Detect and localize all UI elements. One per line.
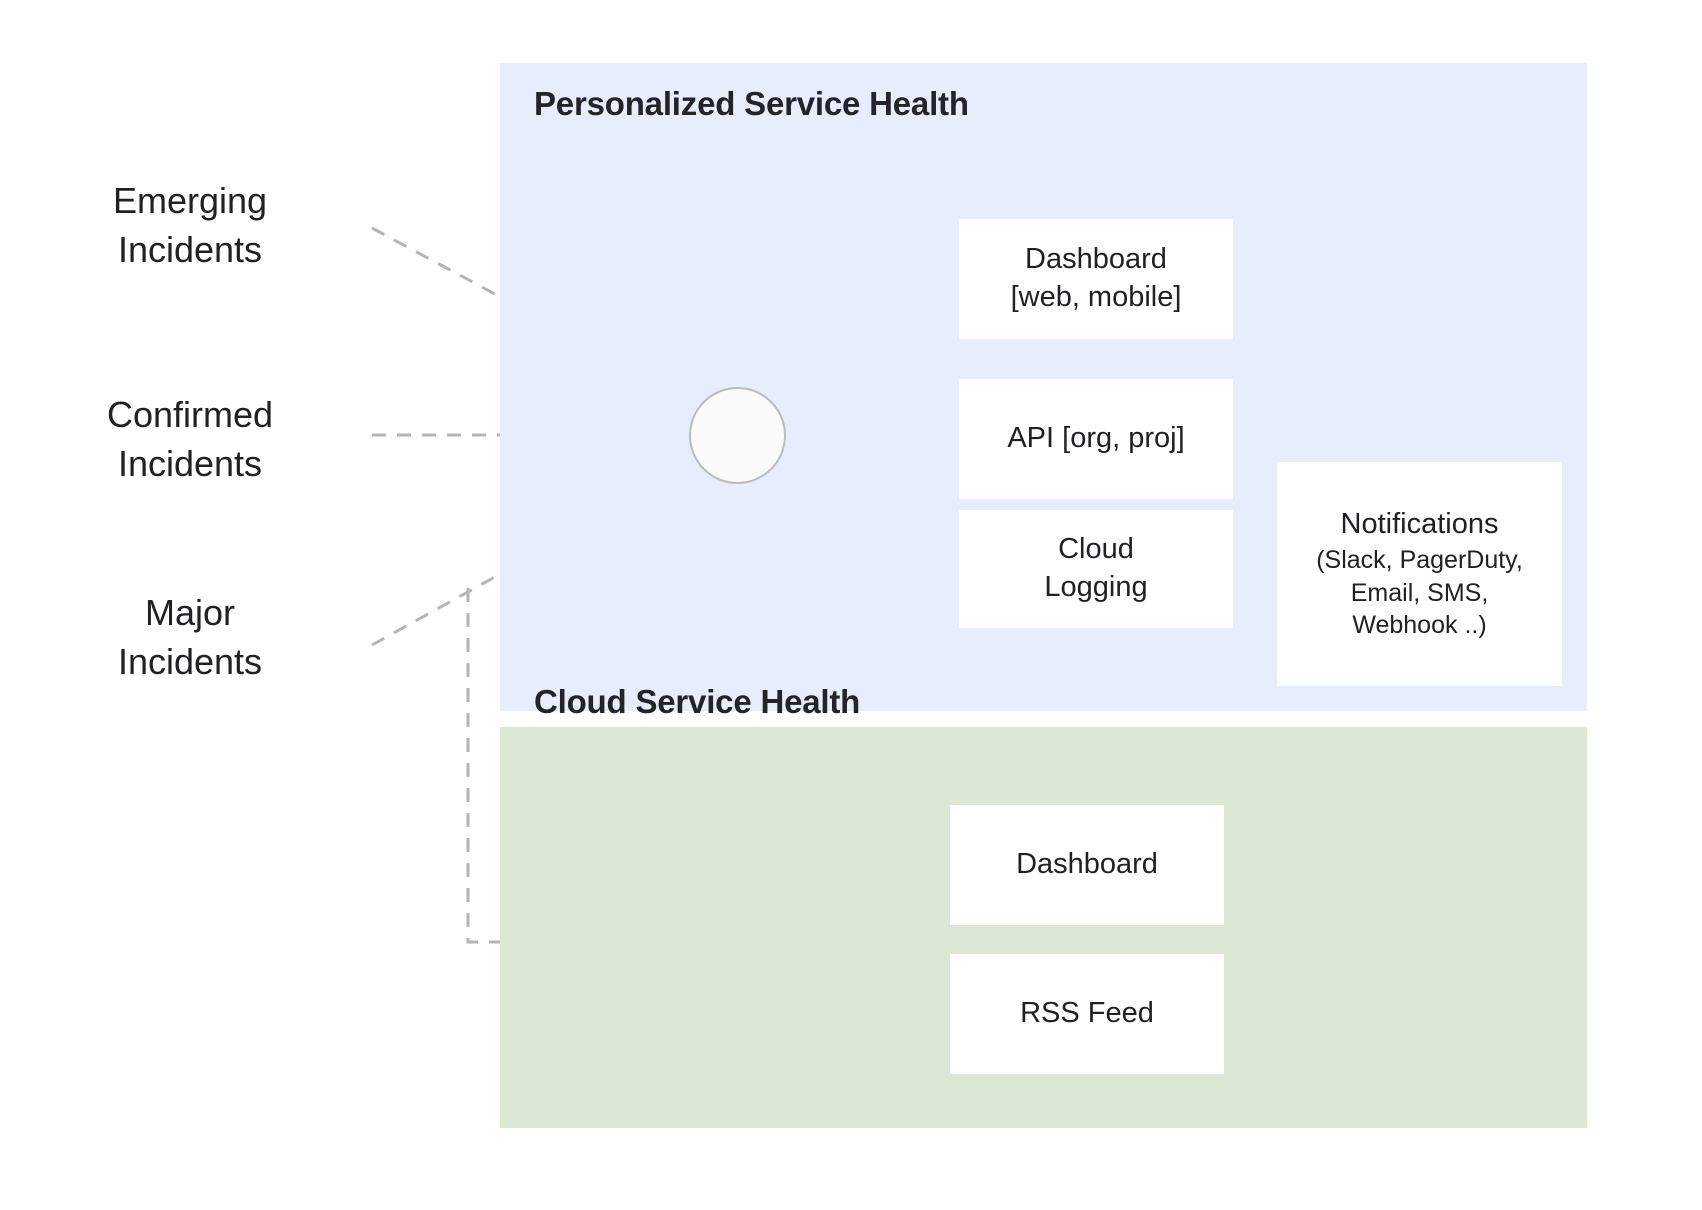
node-sublabel: (Slack, PagerDuty, Email, SMS, Webhook .… [1316, 546, 1523, 640]
incident-hub-node[interactable] [689, 387, 786, 484]
source-label-major-incidents: Major Incidents [117, 592, 263, 682]
node-cloud-logging[interactable]: Cloud Logging [959, 510, 1233, 628]
node-dashboard-web-mobile[interactable]: Dashboard [web, mobile] [959, 219, 1233, 339]
node-label: API [org, proj] [1007, 422, 1185, 455]
source-label-confirmed-incidents: Confirmed Incidents [106, 394, 274, 484]
source-label-emerging-incidents: Emerging Incidents [112, 180, 268, 270]
node-label: Dashboard [web, mobile] [1010, 243, 1182, 313]
node-label: RSS Feed [1020, 997, 1154, 1030]
panel-title-cloud-service-health: Cloud Service Health [534, 683, 861, 720]
node-label: Notifications [1340, 508, 1499, 541]
node-label: Cloud Logging [1044, 533, 1148, 603]
node-label: Dashboard [1016, 848, 1158, 881]
node-csh-rss-feed[interactable]: RSS Feed [950, 954, 1224, 1074]
node-notifications[interactable]: Notifications (Slack, PagerDuty, Email, … [1277, 462, 1562, 686]
node-csh-dashboard[interactable]: Dashboard [950, 805, 1224, 925]
panel-title-personalized-service-health: Personalized Service Health [534, 85, 969, 122]
node-api-org-proj[interactable]: API [org, proj] [959, 379, 1233, 499]
